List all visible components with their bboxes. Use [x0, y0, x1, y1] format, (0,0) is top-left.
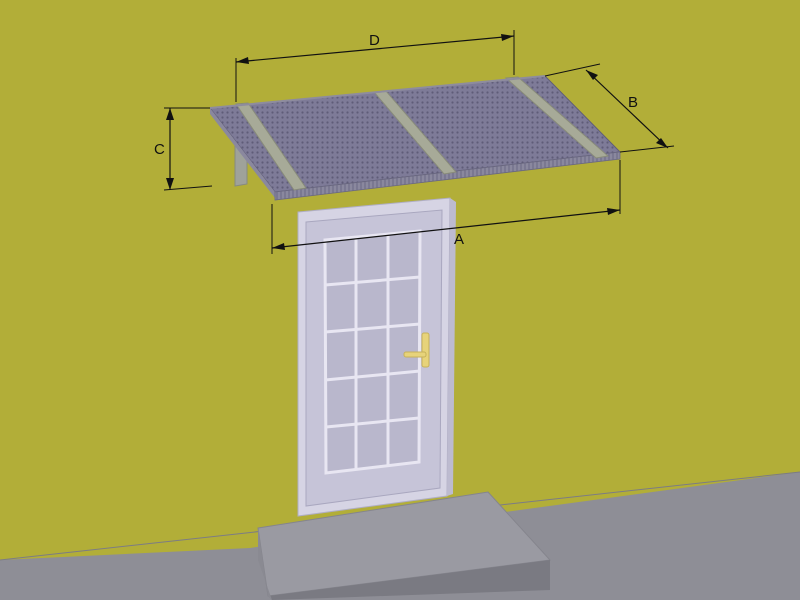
door-muntins: [324, 234, 421, 470]
entrance-step: [257, 491, 552, 600]
dimension-label-d: D: [369, 32, 380, 49]
step-side: [258, 528, 272, 600]
canopy-rail-right: [504, 76, 610, 159]
dimension-label-a: A: [454, 231, 464, 248]
dimension-c: C: [154, 107, 213, 191]
door-frame-side: [447, 198, 456, 496]
dimension-b: B: [544, 63, 675, 153]
canopy-rail-left: [235, 102, 307, 191]
dimension-label-c: C: [154, 141, 165, 158]
canopy-front-edge: [274, 151, 621, 201]
door: [297, 197, 456, 517]
canopy: [209, 75, 622, 201]
canopy-side-edge: [210, 108, 275, 198]
canopy-rear-bar: [209, 75, 546, 109]
dimension-d: D: [235, 30, 515, 102]
dimension-label-b: B: [628, 94, 638, 111]
dimension-a: A: [271, 160, 621, 254]
door-handle: [403, 332, 430, 368]
step-front: [268, 560, 550, 600]
